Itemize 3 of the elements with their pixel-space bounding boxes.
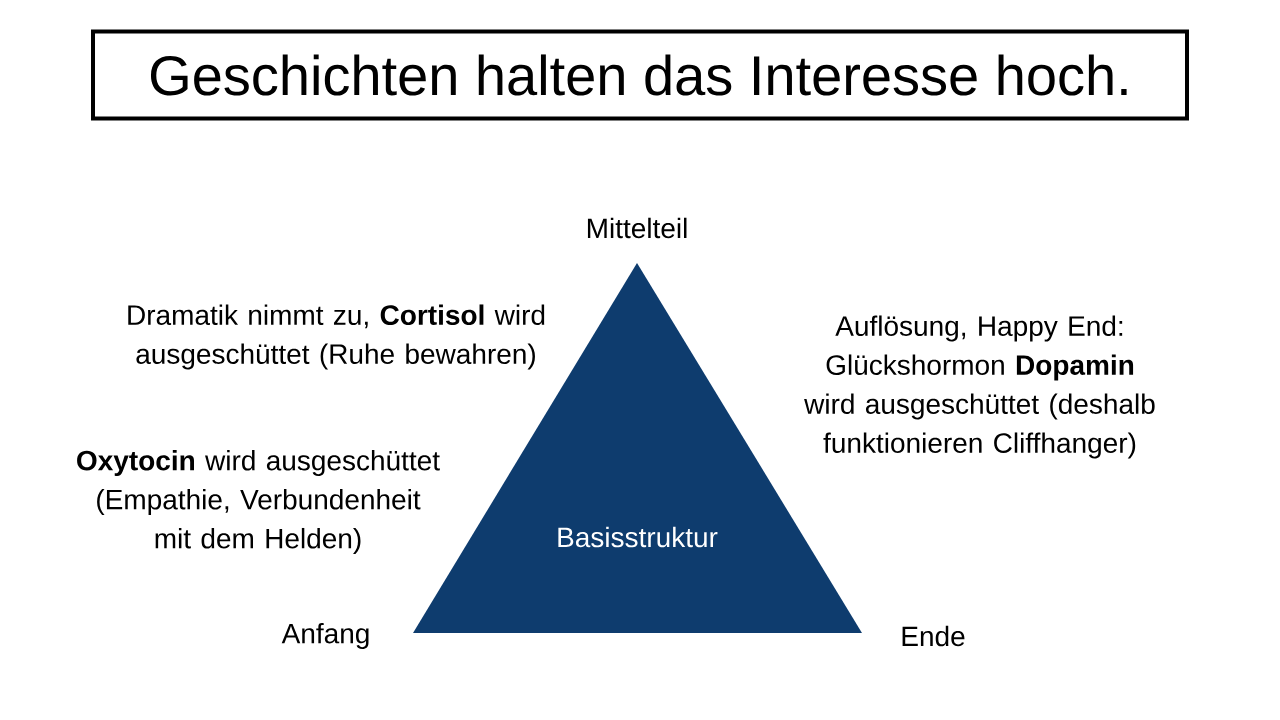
text-label: Anfang [281,622,369,649]
title-box: Geschichten halten das Interesse hoch. [91,29,1189,121]
text-label: Ende [902,625,965,647]
